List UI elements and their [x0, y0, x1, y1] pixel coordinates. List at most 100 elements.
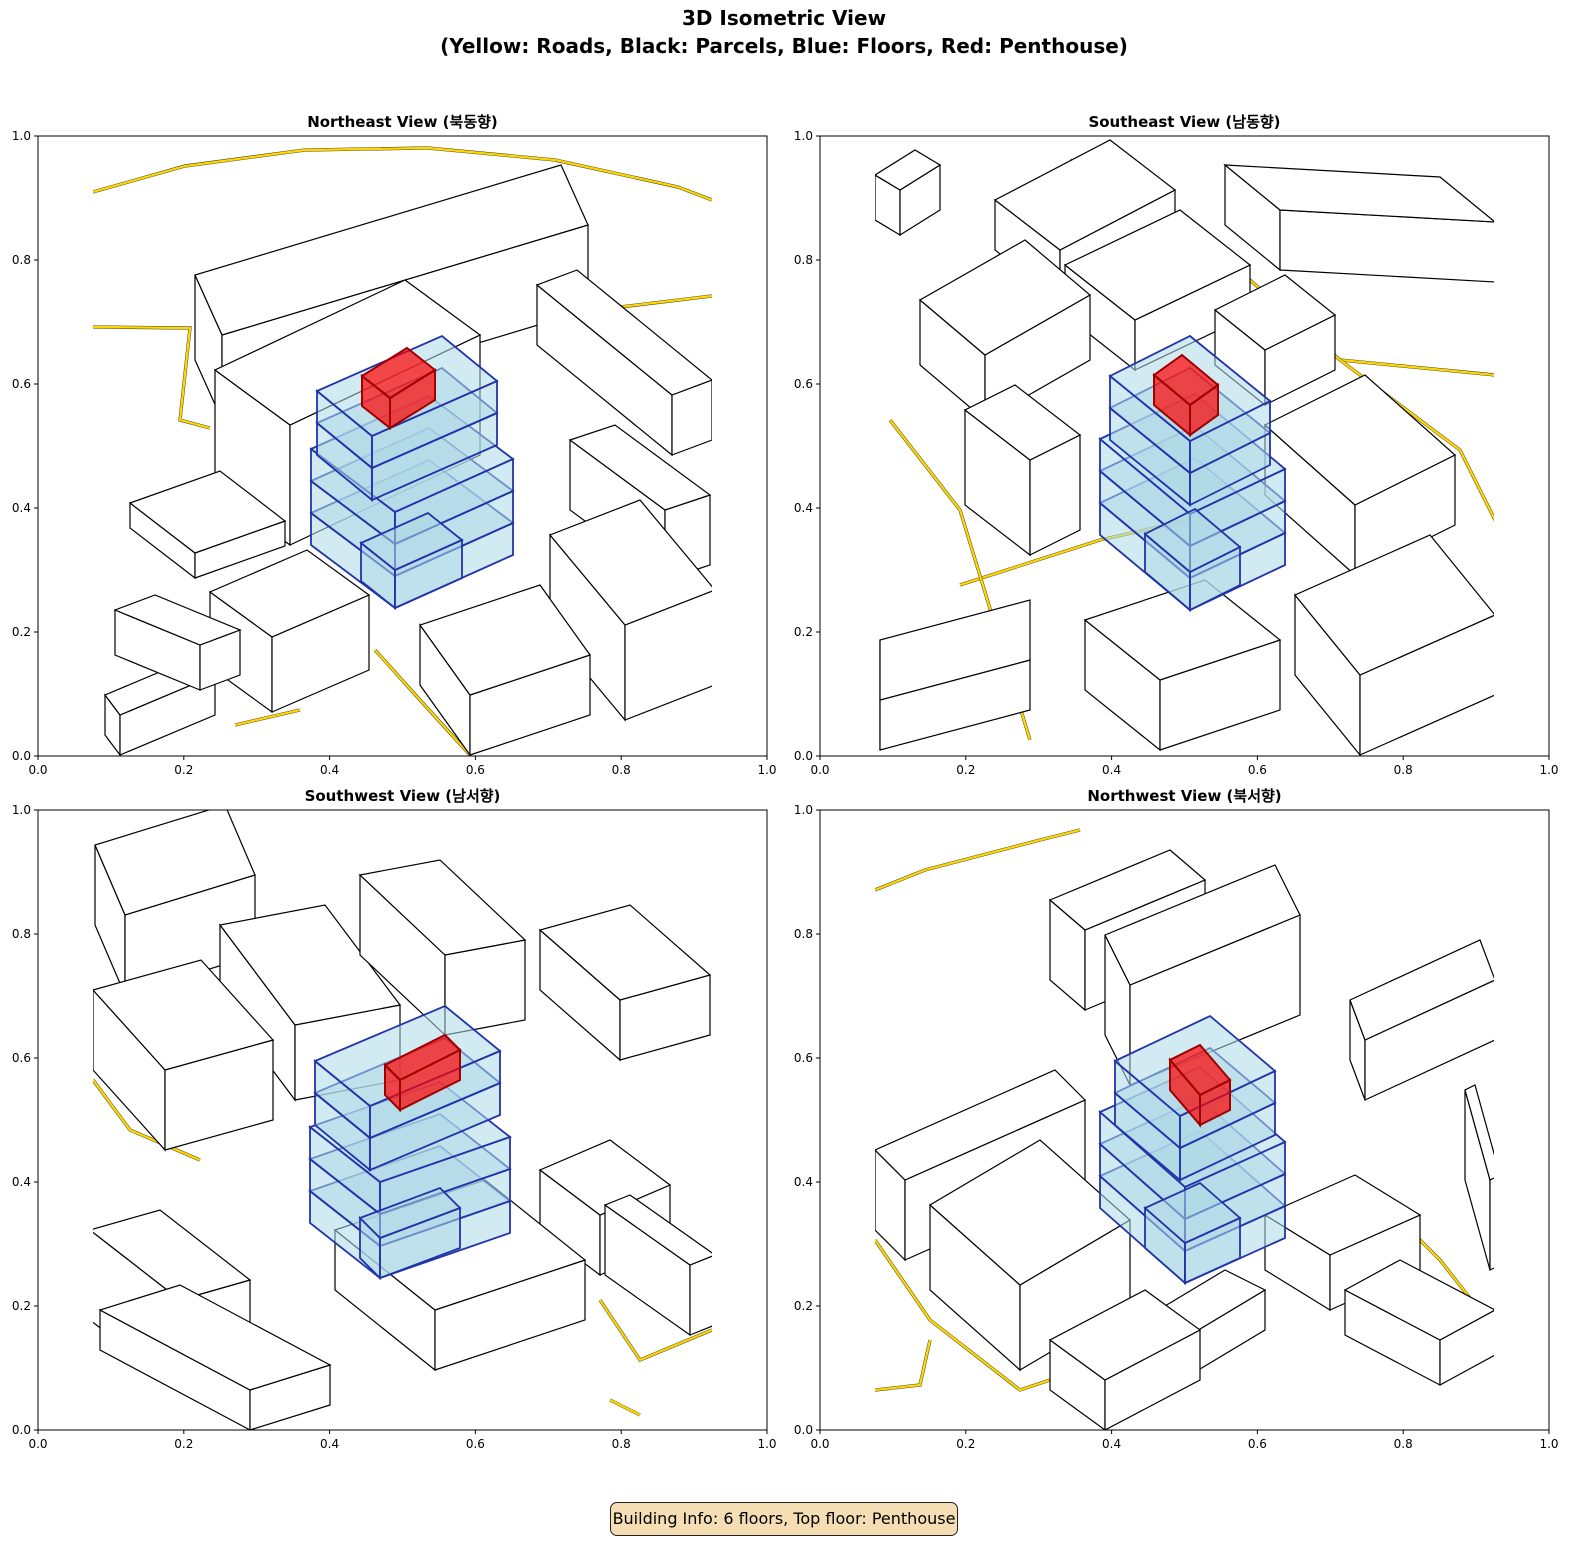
road	[374, 649, 471, 756]
parcel-building	[1294, 534, 1494, 756]
parcel-building-right-face	[1359, 614, 1494, 756]
x-tick-label: 0.8	[612, 1437, 631, 1451]
parcel-building-top-face	[1048, 849, 1207, 931]
parcel-building	[549, 499, 712, 722]
parcel-building-top-face	[1294, 534, 1494, 676]
parcel-building-right-face	[1364, 979, 1494, 1101]
y-tick-label: 1.0	[12, 803, 31, 817]
axes-frame	[819, 809, 1550, 1431]
penthouse	[383, 1033, 462, 1113]
axes-frame	[37, 809, 768, 1431]
parcel-building	[1048, 1289, 1202, 1430]
parcel-building-top-face	[875, 1069, 1087, 1181]
parcel-building	[208, 549, 371, 714]
parcel-building	[1223, 163, 1494, 283]
x-tick-label: 0.0	[28, 763, 47, 777]
road	[875, 828, 1081, 892]
parcel-building	[1083, 579, 1282, 752]
parcel-building-top-face	[128, 470, 287, 554]
penthouse	[360, 346, 437, 431]
panel-title: Northwest View (북서향)	[1087, 787, 1281, 805]
floor-annex-top-face	[1143, 1181, 1242, 1245]
y-tick-label: 0.2	[794, 625, 813, 639]
y-tick-label: 0.4	[12, 1175, 31, 1189]
y-tick-label: 0.4	[794, 501, 813, 515]
parcel-building-top-face	[98, 1284, 332, 1391]
floor-annex	[1143, 1181, 1242, 1285]
x-tick-label: 1.0	[757, 763, 776, 777]
parcel-building-top-face	[1343, 1259, 1494, 1341]
parcel-building-right-face	[1439, 1309, 1494, 1387]
parcel-building-top-face	[113, 594, 242, 646]
y-tick-label: 0.6	[794, 1051, 813, 1065]
x-tick-label: 0.8	[1394, 763, 1413, 777]
road	[599, 1299, 712, 1362]
penthouse-top-face	[360, 346, 437, 400]
parcel-building-top-face	[194, 164, 589, 336]
penthouse	[1152, 353, 1220, 438]
parcel-building-top-face	[535, 269, 712, 396]
parcel-building-top-face	[875, 149, 942, 191]
panel-title: Southwest View (남서향)	[305, 787, 501, 805]
x-tick-label: 0.4	[320, 763, 339, 777]
figure-title: 3D Isometric View	[681, 6, 887, 30]
penthouse-top-face	[383, 1033, 462, 1082]
parcel-building-top-face	[1349, 939, 1494, 1041]
parcel-building-right-face	[671, 379, 712, 456]
x-tick-label: 0.6	[466, 763, 485, 777]
parcel-building-right-face	[689, 1255, 712, 1336]
x-tick-label: 0.2	[956, 763, 975, 777]
parcel-building-top-face	[538, 904, 712, 1001]
parcel-building-top-face	[1223, 164, 1494, 223]
parcel-building	[113, 594, 242, 691]
y-tick-label: 1.0	[12, 129, 31, 143]
x-tick-label: 0.8	[612, 763, 631, 777]
y-tick-label: 0.4	[12, 501, 31, 515]
building-info-box: Building Info: 6 floors, Top floor: Pent…	[610, 1502, 958, 1536]
scene	[93, 810, 712, 1430]
axes-frame	[37, 135, 768, 757]
road	[93, 1079, 201, 1162]
penthouse	[1168, 1043, 1232, 1128]
scene	[875, 828, 1494, 1430]
parcel-building	[875, 149, 942, 237]
x-tick-label: 0.4	[1102, 1437, 1121, 1451]
x-tick-label: 0.6	[1248, 1437, 1267, 1451]
parcel-building-top-face	[538, 1139, 672, 1216]
y-tick-label: 0.6	[12, 377, 31, 391]
y-tick-label: 0.2	[12, 625, 31, 639]
y-tick-label: 0.4	[794, 1175, 813, 1189]
road	[234, 708, 301, 727]
parcel-building	[1464, 1084, 1494, 1271]
parcel-building	[419, 584, 591, 756]
parcel-building	[93, 959, 275, 1152]
parcel-building	[963, 384, 1082, 557]
floor-annex	[1143, 507, 1242, 612]
road	[609, 1398, 641, 1417]
floor-annex	[358, 1186, 462, 1281]
x-tick-label: 0.8	[1394, 1437, 1413, 1451]
road	[875, 1339, 932, 1392]
parcel-building	[98, 1284, 332, 1430]
x-tick-label: 0.4	[1102, 763, 1121, 777]
parcel-building-right-face	[624, 590, 712, 721]
parcel-building	[358, 859, 527, 1037]
parcel-building-top-face	[549, 499, 712, 626]
parcel-building	[1349, 939, 1494, 1101]
parcel-building-top-face	[963, 384, 1082, 461]
parcel-building-top-face	[1063, 209, 1252, 321]
y-tick-label: 0.8	[794, 253, 813, 267]
x-tick-label: 0.2	[174, 1437, 193, 1451]
parcel-building-top-face	[1464, 1084, 1494, 1181]
x-tick-label: 0.0	[28, 1437, 47, 1451]
parcel-building-top-face	[918, 239, 1092, 356]
parcel-building	[603, 1194, 712, 1337]
x-tick-label: 0.0	[810, 763, 829, 777]
parcel-building-top-face	[218, 904, 402, 1026]
parcel-building	[535, 269, 712, 457]
axes-frame	[819, 135, 1550, 757]
road	[93, 146, 712, 202]
parcel-building-top-face	[93, 1209, 252, 1301]
